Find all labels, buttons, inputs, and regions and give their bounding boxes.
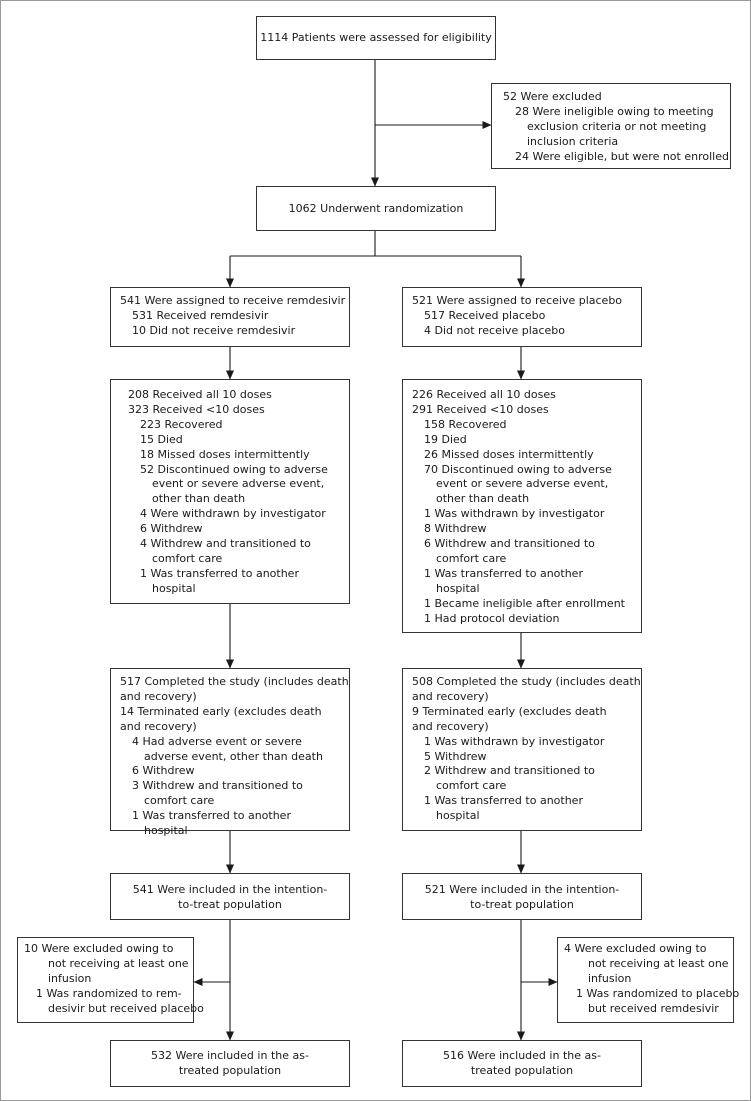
placebo-as-treated-box: 516 Were included in the as-treated popu…	[402, 1040, 642, 1087]
box-line: 8 Withdrew	[424, 522, 487, 536]
box-line: not receiving at least one	[588, 956, 729, 970]
box-line: 517 Completed the study (includes death	[120, 675, 349, 688]
box-line: 5 Withdrew	[424, 749, 487, 763]
box-line: 26 Missed doses intermittently	[424, 447, 594, 461]
box-line: 1 Was randomized to rem-	[36, 986, 182, 1000]
box-line: comfort care	[436, 779, 507, 793]
placebo-itt-label: 521 Were included in the intention-to-tr…	[424, 883, 620, 911]
box-line: 10 Were excluded owing to	[24, 942, 174, 955]
box-line: comfort care	[436, 551, 507, 565]
box-line: and recovery)	[120, 689, 197, 703]
box-line: desivir but received placebo	[48, 1001, 204, 1015]
box-line: 521 Were assigned to receive placebo	[412, 294, 623, 307]
box-line: but received remdesivir	[588, 1001, 719, 1015]
remdesivir-as-treated-label: 532 Were included in the as-treated popu…	[151, 1049, 309, 1077]
box-line: comfort care	[144, 794, 215, 808]
box-line: hospital	[152, 581, 196, 595]
box-line: 6 Withdrew	[132, 764, 195, 778]
box-line: event or severe adverse event,	[152, 477, 325, 491]
assessed-box: 1114 Patients were assessed for eligibil…	[256, 16, 496, 60]
box-line: 52 Were excluded	[503, 90, 602, 103]
box-line: 52 Discontinued owing to adverse	[140, 462, 328, 476]
box-line: 4 Did not receive placebo	[424, 323, 566, 337]
assessed-label: 1114 Patients were assessed for eligibil…	[260, 31, 492, 44]
box-line: 1 Was transferred to another	[424, 566, 583, 580]
box-line: 4 Were excluded owing to	[564, 942, 707, 955]
box-line: 223 Recovered	[140, 417, 223, 431]
box-line: 10 Did not receive remdesivir	[132, 323, 296, 337]
box-line: comfort care	[152, 551, 223, 565]
box-line: 6 Withdrew and transitioned to	[424, 537, 595, 551]
box-line: 1 Was withdrawn by investigator	[424, 734, 605, 748]
box-line: 24 Were eligible, but were not enrolled	[515, 149, 729, 163]
remdesivir-as-treated-box: 532 Were included in the as-treated popu…	[110, 1040, 350, 1087]
box-line: 531 Received remdesivir	[132, 308, 269, 322]
remdesivir-itt-box: 541 Were included in the intention-to-tr…	[110, 873, 350, 920]
box-line: exclusion criteria or not meeting	[527, 119, 707, 133]
box-line: event or severe adverse event,	[436, 477, 609, 491]
box-line: 226 Received all 10 doses	[412, 388, 556, 401]
box-line: 14 Terminated early (excludes death	[120, 704, 322, 718]
box-line: 1 Was transferred to another	[132, 809, 291, 823]
box-line: 6 Withdrew	[140, 522, 203, 536]
box-line: 1 Was transferred to another	[424, 794, 583, 808]
box-line: 1 Had protocol deviation	[424, 611, 560, 625]
box-line: 1 Became ineligible after enrollment	[424, 596, 625, 610]
box-line: 517 Received placebo	[424, 308, 546, 322]
box-line: 4 Had adverse event or severe	[132, 734, 302, 748]
box-line: other than death	[152, 492, 246, 506]
box-line: 4 Were withdrawn by investigator	[140, 507, 326, 521]
box-line: 28 Were ineligible owing to meeting	[515, 104, 714, 118]
box-line: not receiving at least one	[48, 956, 189, 970]
box-line: 508 Completed the study (includes death	[412, 675, 641, 688]
box-line: inclusion criteria	[527, 134, 619, 148]
box-line: hospital	[436, 581, 480, 595]
box-line: 18 Missed doses intermittently	[140, 447, 310, 461]
box-line: 19 Died	[424, 432, 467, 446]
box-line: 158 Recovered	[424, 417, 507, 431]
remdesivir-itt-label: 541 Were included in the intention-to-tr…	[132, 883, 328, 911]
box-line: infusion	[588, 971, 632, 985]
placebo-as-treated-label: 516 Were included in the as-treated popu…	[443, 1049, 601, 1077]
placebo-itt-box: 521 Were included in the intention-to-tr…	[402, 873, 642, 920]
randomized-box: 1062 Underwent randomization	[256, 186, 496, 231]
box-line: 208 Received all 10 doses	[128, 388, 272, 401]
box-line: adverse event, other than death	[144, 749, 323, 763]
box-line: 2 Withdrew and transitioned to	[424, 764, 595, 778]
box-line: 70 Discontinued owing to adverse	[424, 462, 612, 476]
box-line: 4 Withdrew and transitioned to	[140, 537, 311, 551]
box-line: 1 Was withdrawn by investigator	[424, 507, 605, 521]
box-line: 541 Were assigned to receive remdesivir	[120, 294, 346, 307]
box-line: 291 Received <10 doses	[412, 402, 549, 416]
box-line: hospital	[144, 824, 188, 838]
box-line: 1 Was transferred to another	[140, 566, 299, 580]
box-line: 1 Was randomized to placebo	[576, 986, 740, 1000]
box-line: and recovery)	[412, 689, 489, 703]
box-line: and recovery)	[120, 719, 197, 733]
box-line: 15 Died	[140, 432, 183, 446]
box-line: 323 Received <10 doses	[128, 402, 265, 416]
box-line: 9 Terminated early (excludes death	[412, 704, 607, 718]
box-line: other than death	[436, 492, 530, 506]
randomized-label: 1062 Underwent randomization	[288, 202, 464, 215]
box-line: infusion	[48, 971, 92, 985]
box-line: and recovery)	[412, 719, 489, 733]
box-line: hospital	[436, 809, 480, 823]
box-line: 3 Withdrew and transitioned to	[132, 779, 303, 793]
